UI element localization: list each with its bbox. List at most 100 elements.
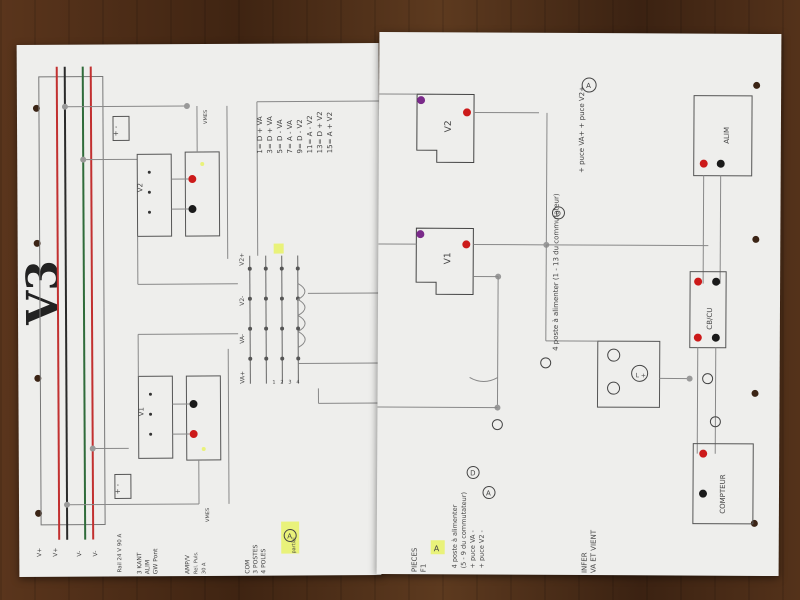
circled-node <box>631 364 649 382</box>
switch-contact <box>264 326 269 331</box>
plus-a-label: A <box>586 82 591 90</box>
relay-group-line: ALIM <box>144 560 151 574</box>
minus-circle <box>709 416 721 428</box>
circled-letter <box>581 77 597 93</box>
terminal-black <box>189 400 198 409</box>
switch-contact <box>279 266 284 271</box>
wire <box>227 348 230 504</box>
minus-circle <box>491 419 503 431</box>
com-partial-label: partial <box>291 537 297 553</box>
switch-contact <box>263 296 268 301</box>
circled-node <box>607 348 621 362</box>
vmes-module-top <box>184 151 221 237</box>
bottom-a-label: A <box>486 490 491 498</box>
connector-number: 3 <box>288 380 291 386</box>
terminal-black <box>712 277 721 286</box>
legend-pieces: PIECES F1 <box>411 547 428 572</box>
terminal-black <box>711 333 720 342</box>
bus-label: V+ <box>36 548 43 557</box>
terminal-red <box>699 159 708 168</box>
bottom-note-line: + puce VA - <box>469 529 477 568</box>
bus-label: V+ <box>52 548 59 557</box>
table-row: 5= D - VA <box>276 119 284 153</box>
table-row: 3= D + VA <box>266 116 274 154</box>
terminal-red <box>189 430 198 439</box>
bus-note: Rail 24 V 90 A <box>117 534 123 573</box>
v2-module <box>136 153 173 237</box>
left-paper-sheet: V3 V+ V+ V- V- + - + - V2 <box>16 43 382 577</box>
terminal-dot <box>149 412 153 416</box>
switch-line <box>297 255 299 384</box>
bus-rail-red <box>55 66 61 540</box>
terminal-yellow <box>200 161 205 166</box>
terminal-red <box>699 449 708 458</box>
table-row: 15= A + V2 <box>326 112 334 153</box>
legend-line: PIECES <box>411 547 419 572</box>
junction-dot <box>686 375 693 382</box>
switch-contact <box>280 326 285 331</box>
v1-module <box>137 375 174 459</box>
switch-line <box>281 255 283 384</box>
cb-cu-label: CB/CU <box>706 308 714 330</box>
switch-block: V2+ V2- VA- VA+ 1 2 3 4 <box>239 243 301 386</box>
bottom-note-line: (5 - 9 du commutateur) <box>460 492 468 568</box>
circled-letter <box>482 486 496 500</box>
relay-plus-label: + - <box>112 125 120 136</box>
switch-header: V2- <box>239 296 246 306</box>
wire <box>702 175 705 284</box>
compteur-label: COMPTEUR <box>719 474 727 514</box>
wire <box>64 105 187 108</box>
switch-contact <box>280 356 285 361</box>
plus-circle <box>540 357 552 369</box>
bus-rail-red-2 <box>89 66 95 540</box>
switch-contact <box>296 326 301 331</box>
plus-circle <box>702 373 714 385</box>
bottom-note-line: + puce V2 - <box>478 529 486 568</box>
alim-label: ALIM <box>723 127 731 144</box>
switch-contact <box>264 356 269 361</box>
com-group-line: COM <box>244 560 251 574</box>
wire <box>138 333 239 335</box>
connector-number: 2 <box>280 380 283 386</box>
terminal-red <box>188 175 197 184</box>
terminal-black <box>716 159 725 168</box>
wire <box>256 101 259 256</box>
amp-group-line: AMP/V <box>184 554 191 574</box>
vmes-label: VMES <box>203 110 209 124</box>
com-a-label: A <box>287 533 292 541</box>
amp-group-line: 30 A <box>201 562 207 574</box>
circled-node <box>607 381 621 395</box>
relay-group-line: GW Pont <box>152 548 159 574</box>
terminal-dot <box>147 210 151 214</box>
switch-contact <box>248 326 253 331</box>
amp-group-labels: AMP/V Rel. Puls. 30 A <box>184 551 207 574</box>
wire <box>545 112 548 245</box>
switch-highlight <box>273 243 284 254</box>
right-wiring-diagram: V2 V1 ALIM CB/CU <box>377 77 754 573</box>
bus-label: V- <box>76 551 83 557</box>
bus-rail-black <box>63 66 69 540</box>
circled-letter <box>551 206 565 220</box>
terminal-dot <box>148 392 152 396</box>
wire-loops <box>296 283 306 348</box>
l-plus-box <box>596 340 661 408</box>
wire <box>377 406 498 409</box>
compteur-box <box>692 443 754 525</box>
junction-dot <box>61 103 68 110</box>
table-row: 1= D + VA <box>256 116 264 154</box>
terminal-red <box>463 108 472 117</box>
terminal-red <box>462 240 471 249</box>
switch-header: VA+ <box>239 371 246 384</box>
bus-frame <box>38 75 106 526</box>
wire <box>67 503 200 506</box>
legend-line: F1 <box>420 564 428 573</box>
wire-bridge <box>469 376 498 383</box>
v1-meter-label: V1 <box>443 252 453 264</box>
bottom-d-label: D <box>470 469 475 477</box>
wire <box>496 276 499 408</box>
plus-note: + puce VA+ + puce V2+ <box>578 86 586 173</box>
relay-group-line: 3 KANT <box>136 552 143 574</box>
terminal-purple <box>417 96 426 105</box>
com-group-line: 3 POSTES <box>252 544 259 573</box>
junction-dot <box>80 156 87 163</box>
